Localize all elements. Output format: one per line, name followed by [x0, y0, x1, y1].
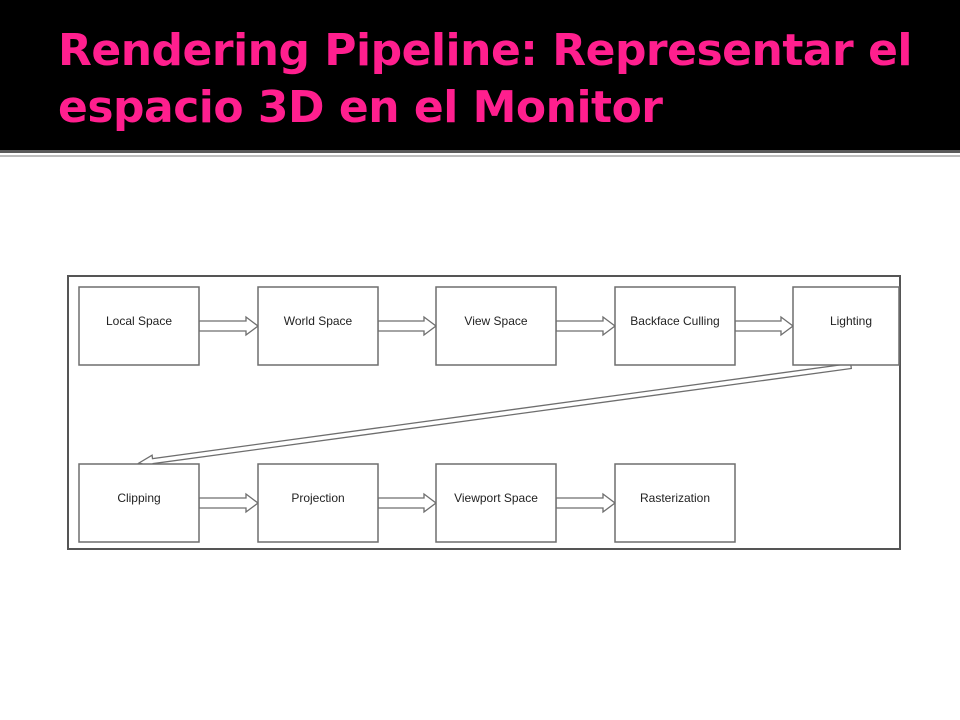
node-label: Rasterization [640, 491, 710, 505]
arrow-view-space-to-backface-culling [555, 315, 617, 337]
node-box [257, 463, 379, 543]
title-divider-light [0, 155, 960, 157]
node-label: Backface Culling [630, 314, 719, 328]
pipeline-nodes: Local Space World Space View Space Backface… [78, 286, 900, 543]
node-view-space: View Space [435, 286, 557, 366]
node-box [792, 286, 900, 366]
arrow-shape [377, 492, 438, 514]
arrow-shape [377, 315, 438, 337]
arrow-shape [198, 315, 260, 337]
node-box [614, 286, 736, 366]
node-box [435, 286, 557, 366]
arrow-shape [734, 315, 795, 337]
node-projection: Projection [257, 463, 379, 543]
arrow-local-space-to-world-space [198, 315, 260, 337]
node-clipping: Clipping [78, 463, 200, 543]
arrow-shape [555, 492, 617, 514]
node-label: Lighting [830, 314, 872, 328]
node-viewport-space: Viewport Space [435, 463, 557, 543]
arrow-backface-culling-to-lighting [734, 315, 795, 337]
node-box [78, 286, 200, 366]
node-box [257, 286, 379, 366]
arrow-shape [137, 362, 853, 468]
node-label: Viewport Space [454, 491, 538, 505]
node-world-space: World Space [257, 286, 379, 366]
arrow-shape [198, 492, 260, 514]
node-local-space: Local Space [78, 286, 200, 366]
arrow-shape [555, 315, 617, 337]
title-bar: Rendering Pipeline: Representar el espac… [0, 0, 960, 150]
node-box [614, 463, 736, 543]
node-label: Projection [291, 491, 344, 505]
arrow-viewport-space-to-rasterization [555, 492, 617, 514]
node-label: Local Space [106, 314, 172, 328]
title-divider [0, 150, 960, 153]
node-label: World Space [284, 314, 353, 328]
slide-title: Rendering Pipeline: Representar el espac… [58, 25, 913, 133]
arrow-projection-to-viewport-space [377, 492, 438, 514]
node-box [435, 463, 557, 543]
arrow-clipping-to-projection [198, 492, 260, 514]
arrow-lighting-to-clipping [137, 362, 853, 468]
node-rasterization: Rasterization [614, 463, 736, 543]
node-label: Clipping [117, 491, 160, 505]
node-lighting: Lighting [792, 286, 900, 366]
arrow-world-space-to-view-space [377, 315, 438, 337]
node-label: View Space [464, 314, 527, 328]
node-backface-culling: Backface Culling [614, 286, 736, 366]
node-box [78, 463, 200, 543]
